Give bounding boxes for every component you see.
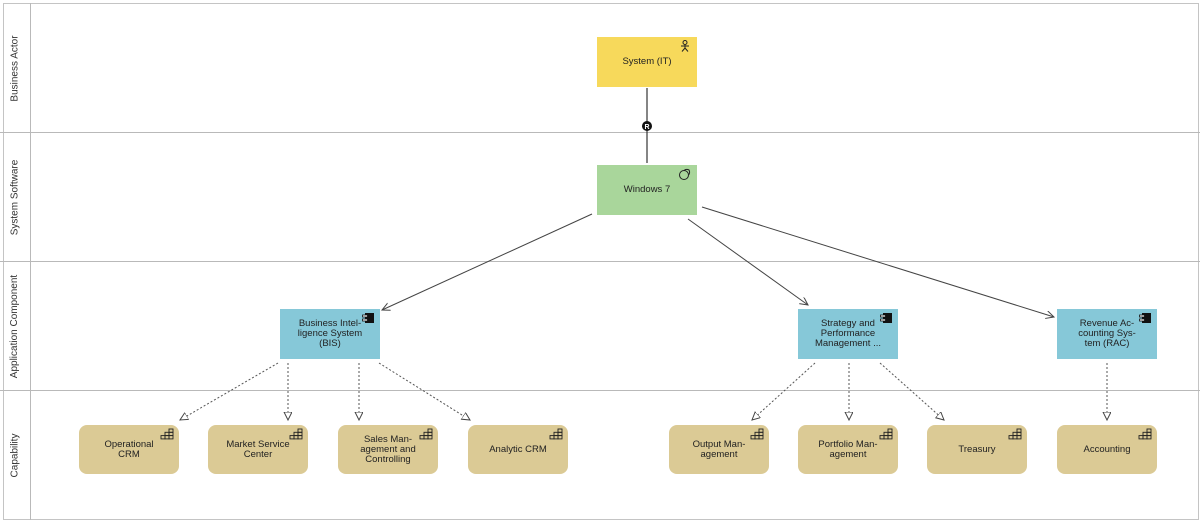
component-icon — [1139, 313, 1151, 323]
capability-icon — [419, 428, 433, 440]
lane-divider — [0, 132, 1200, 133]
node-label: Windows 7 — [623, 184, 671, 195]
market-service-center-capability[interactable]: Market Service Center — [208, 425, 308, 474]
node-label: Treasury — [958, 443, 996, 455]
portfolio-management-capability[interactable]: Portfolio Man- agement — [798, 425, 898, 474]
software-spm-connection[interactable] — [687, 218, 808, 305]
bis-ocrm-connection[interactable] — [180, 362, 279, 420]
capability-icon — [750, 428, 764, 440]
node-label: Strategy and Performance Management ... — [814, 318, 881, 349]
strategy-performance-application-component[interactable]: Strategy and Performance Management ... — [798, 309, 898, 359]
operational-crm-capability[interactable]: Operational CRM — [79, 425, 179, 474]
windows-7-system-software[interactable]: Windows 7 — [597, 165, 697, 215]
sales-management-capability[interactable]: Sales Man- agement and Controlling — [338, 425, 438, 474]
capability-icon — [289, 428, 303, 440]
spm-om-connection[interactable] — [752, 362, 816, 420]
node-label: Portfolio Man- agement — [818, 438, 878, 460]
capability-icon — [1008, 428, 1022, 440]
system-software-icon — [679, 168, 691, 180]
relation-badge[interactable]: R — [642, 121, 652, 131]
node-label: Operational CRM — [104, 438, 154, 460]
capability-icon — [549, 428, 563, 440]
software-rac-connection[interactable] — [701, 206, 1054, 317]
spm-tr-connection[interactable] — [879, 362, 944, 420]
lane-divider — [0, 261, 1200, 262]
software-bis-connection[interactable] — [382, 213, 593, 310]
analytic-crm-capability[interactable]: Analytic CRM — [468, 425, 568, 474]
actor-icon — [681, 40, 689, 52]
node-label: Market Service Center — [226, 438, 290, 460]
treasury-capability[interactable]: Treasury — [927, 425, 1027, 474]
node-label: Analytic CRM — [489, 443, 547, 455]
accounting-capability[interactable]: Accounting — [1057, 425, 1157, 474]
capability-icon — [1138, 428, 1152, 440]
node-label: System (IT) — [622, 56, 672, 67]
node-label: Output Man- agement — [692, 438, 746, 460]
node-label: Revenue Ac- counting Sys- tem (RAC) — [1078, 318, 1136, 349]
system-it-actor[interactable]: System (IT) — [597, 37, 697, 87]
lane-divider — [0, 390, 1200, 391]
component-icon — [880, 313, 892, 323]
bis-acrm-connection[interactable] — [378, 362, 470, 420]
node-label: Sales Man- agement and Controlling — [360, 433, 416, 465]
node-label: Business Intel- ligence System (BIS) — [297, 318, 363, 349]
rac-application-component[interactable]: Revenue Ac- counting Sys- tem (RAC) — [1057, 309, 1157, 359]
node-label: Accounting — [1083, 443, 1131, 455]
capability-icon — [160, 428, 174, 440]
output-management-capability[interactable]: Output Man- agement — [669, 425, 769, 474]
relation-badge-label: R — [644, 124, 649, 131]
component-icon — [362, 313, 374, 323]
capability-icon — [879, 428, 893, 440]
bis-application-component[interactable]: Business Intel- ligence System (BIS) — [280, 309, 380, 359]
